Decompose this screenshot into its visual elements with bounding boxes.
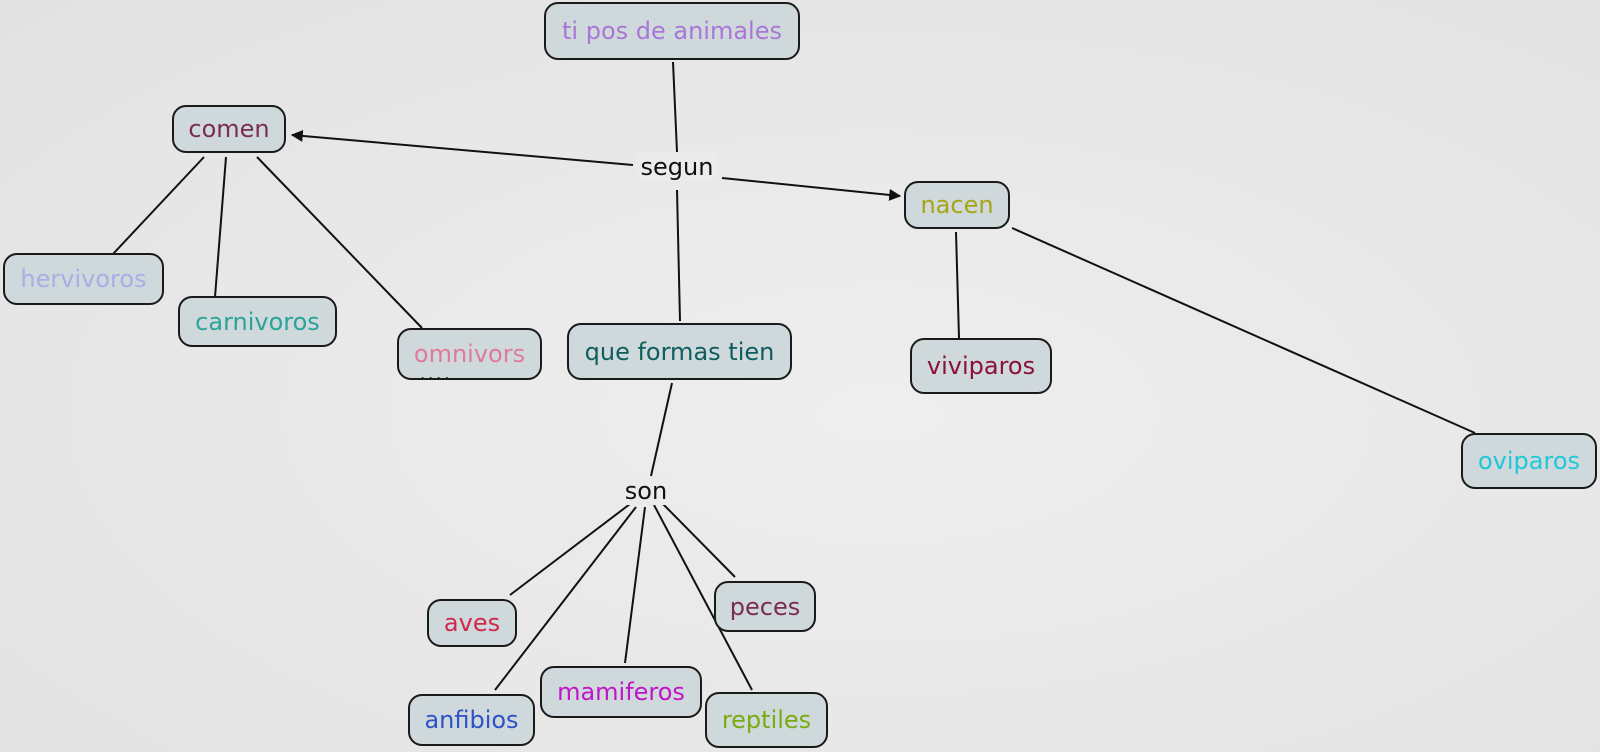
- link-comen-hervivoros: [112, 156, 205, 255]
- link-tipos-segun: [672, 61, 678, 153]
- link-segun-comen: [290, 129, 634, 166]
- concept-que-formas-tien[interactable]: que formas tien: [567, 323, 792, 380]
- concept-label: que formas tien: [584, 337, 775, 366]
- concept-comen[interactable]: comen: [172, 105, 286, 153]
- link-son-anfibios: [494, 506, 637, 691]
- concept-label: viviparos: [926, 352, 1036, 380]
- concept-label: carnivoros: [195, 307, 320, 336]
- link-formas-son: [650, 382, 673, 477]
- concept-reptiles[interactable]: reptiles: [705, 692, 828, 748]
- concept-carnivoros[interactable]: carnivoros: [178, 296, 337, 347]
- link-son-mamiferos: [624, 506, 646, 664]
- omnivors-dots: ....: [420, 364, 453, 383]
- link-segun-nacen: [721, 177, 902, 201]
- link-son-aves: [509, 503, 631, 596]
- concept-label: peces: [729, 592, 801, 621]
- concept-oviparos[interactable]: oviparos: [1461, 433, 1597, 489]
- concept-label: ti pos de animales: [562, 17, 782, 45]
- link-label-son: son: [620, 477, 672, 505]
- concept-label: mamiferos: [557, 678, 685, 706]
- concept-label: oviparos: [1477, 447, 1581, 475]
- concept-aves[interactable]: aves: [427, 599, 517, 647]
- concept-label: reptiles: [721, 706, 812, 734]
- concept-hervivoros[interactable]: hervivoros: [3, 253, 164, 305]
- link-nacen-oviparos: [1011, 227, 1476, 434]
- concept-omnivors[interactable]: omnivors: [397, 328, 542, 380]
- concept-mamiferos[interactable]: mamiferos: [540, 666, 702, 718]
- concept-nacen[interactable]: nacen: [904, 181, 1010, 229]
- concept-label: nacen: [920, 191, 994, 219]
- link-segun-formas: [676, 189, 681, 322]
- concept-label: comen: [188, 115, 270, 143]
- concept-tipos-de-animales[interactable]: ti pos de animales: [544, 2, 800, 60]
- concept-label: omnivors: [413, 340, 526, 368]
- concept-label: hervivoros: [20, 265, 147, 293]
- link-label-segun: segun: [636, 153, 718, 181]
- concept-anfibios[interactable]: anfibios: [408, 694, 535, 746]
- concept-peces[interactable]: peces: [714, 581, 816, 632]
- link-son-reptiles: [653, 504, 753, 691]
- concept-label: aves: [443, 609, 501, 637]
- link-son-peces: [661, 502, 736, 578]
- link-comen-carnivoros: [214, 156, 227, 298]
- concept-label: anfibios: [424, 706, 519, 734]
- link-comen-omnivors: [256, 156, 423, 329]
- concept-viviparos[interactable]: viviparos: [910, 338, 1052, 394]
- link-nacen-viviparos: [955, 231, 960, 339]
